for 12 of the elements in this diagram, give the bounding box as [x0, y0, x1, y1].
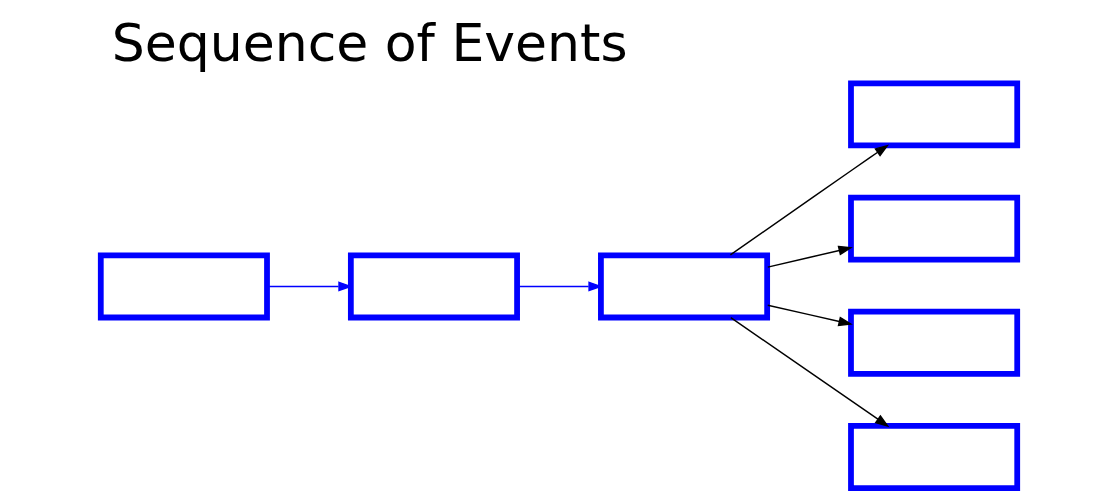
arrow: [767, 304, 853, 327]
node-box: [848, 308, 1021, 377]
node-box: [848, 194, 1021, 263]
node-box: [598, 252, 771, 321]
node-box: [97, 252, 270, 321]
node-box: [848, 80, 1021, 149]
arrow: [767, 245, 853, 268]
arrow: [730, 316, 890, 428]
node-box: [848, 423, 1021, 491]
diagram-title: Sequence of Events: [111, 13, 628, 74]
arrow: [729, 144, 890, 256]
node-box: [347, 252, 520, 321]
